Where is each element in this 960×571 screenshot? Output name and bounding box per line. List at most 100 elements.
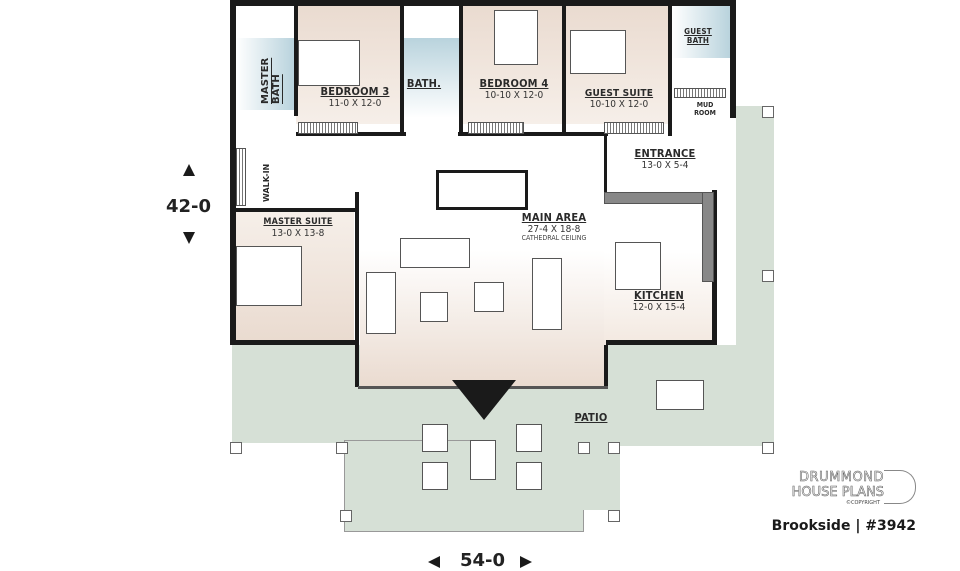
label-mud-room: MUD ROOM (688, 101, 722, 117)
closet-walkin (236, 148, 246, 206)
room-name-line2: ROOM (694, 108, 716, 117)
room-dimensions: 13-0 X 5-4 (641, 160, 689, 172)
wall-bed3-right (400, 6, 404, 132)
label-guest-suite: GUEST SUITE 10-10 X 12-0 (574, 88, 664, 110)
patio-post (336, 442, 348, 454)
patio-chair-3 (516, 424, 542, 452)
closet-mudroom (674, 88, 726, 98)
bath-floor (404, 38, 460, 118)
patio-steps (490, 440, 620, 510)
bed-bedroom3 (298, 40, 360, 86)
plan-caption: Brookside | #3942 (771, 518, 916, 534)
armchair (474, 282, 504, 312)
label-bath: BATH. (404, 77, 444, 90)
patio-dining-table (656, 380, 704, 410)
patio-chair-2 (422, 462, 448, 490)
patio-post (762, 106, 774, 118)
label-guest-bath: GUEST BATH (676, 27, 720, 46)
kitchen-island (615, 242, 661, 290)
brand-line2: HOUSE PLANS (791, 485, 884, 501)
brand-logo: DRUMMOND HOUSE PLANS ©COPYRIGHT (770, 470, 920, 506)
bed-master (236, 246, 302, 306)
room-name: GUEST SUITE (584, 88, 654, 99)
room-name: KITCHEN (633, 289, 685, 302)
label-master-suite: MASTER SUITE 13-0 X 13-8 (250, 217, 346, 239)
patio-chair-1 (422, 424, 448, 452)
patio-table (470, 440, 496, 480)
patio-chair-4 (516, 462, 542, 490)
exterior-wall-right (730, 0, 736, 118)
exterior-wall-left (230, 0, 236, 345)
exterior-wall-right-lower (712, 190, 717, 345)
wall-corridor-2 (458, 132, 608, 136)
closet-bedroom3 (298, 122, 358, 134)
room-name: PATIO (574, 411, 608, 424)
label-bedroom3: BEDROOM 3 11-0 X 12-0 (312, 85, 398, 110)
label-walk-in: WALK-IN (262, 163, 271, 202)
arrow-up-icon (183, 164, 195, 176)
bed-bedroom4 (494, 10, 538, 65)
room-name: MASTER SUITE (263, 217, 333, 227)
wall-bed3-left (294, 6, 298, 116)
exterior-wall-bottom-left (230, 340, 358, 345)
label-master-bath: MASTER BATH (260, 57, 282, 104)
brand-line1: DRUMMOND (799, 470, 884, 486)
range-hood (436, 170, 528, 210)
patio-post (762, 442, 774, 454)
wall-bed4-right (562, 6, 566, 132)
arrow-left-icon (428, 556, 440, 568)
wall-master-suite-top (236, 208, 356, 212)
room-dimensions: 10-10 X 12-0 (484, 90, 544, 102)
depth-dimension: 42-0 (166, 196, 212, 217)
closet-guest (604, 122, 664, 134)
room-name: MAIN AREA (521, 211, 587, 224)
bed-guest-suite (570, 30, 626, 74)
master-bath-floor (236, 38, 294, 110)
patio-post (608, 510, 620, 522)
wall-corridor (296, 132, 406, 136)
kitchen-counter-side (702, 192, 714, 282)
patio-post (578, 442, 590, 454)
wall-main-right (604, 345, 608, 387)
kitchen-counter (604, 192, 714, 204)
brand-mark-icon (884, 470, 916, 504)
coffee-table (420, 292, 448, 322)
sofa (400, 238, 470, 268)
room-name: BATH. (406, 77, 442, 90)
label-kitchen: KITCHEN 12-0 X 15-4 (622, 289, 696, 314)
room-name: BEDROOM 3 (320, 85, 390, 98)
wall-guest-right (668, 6, 672, 136)
arrow-right-icon (520, 556, 532, 568)
closet-bedroom4 (468, 122, 524, 134)
room-dimensions: 11-0 X 12-0 (328, 98, 382, 110)
brand-copyright: ©COPYRIGHT (845, 500, 880, 506)
label-patio: PATIO (566, 411, 616, 424)
dining-table (532, 258, 562, 330)
room-name-line1: GUEST (684, 27, 712, 36)
label-entrance: ENTRANCE 13-0 X 5-4 (622, 147, 708, 172)
room-name: ENTRANCE (634, 147, 696, 160)
room-dimensions: 10-10 X 12-0 (589, 99, 649, 110)
arrow-down-icon (183, 232, 195, 244)
room-dimensions: 27-4 X 18-8 (527, 224, 581, 236)
room-note: CATHEDRAL CEILING (521, 234, 587, 243)
room-name: BEDROOM 4 (479, 77, 549, 90)
room-dimensions: 12-0 X 15-4 (632, 302, 686, 314)
label-bedroom4: BEDROOM 4 10-10 X 12-0 (468, 77, 560, 102)
wall-bath-right (459, 6, 463, 132)
patio-post (762, 270, 774, 282)
exterior-wall-top (230, 0, 736, 6)
room-dimensions: 13-0 X 13-8 (271, 227, 325, 239)
label-main-area: MAIN AREA 27-4 X 18-8 CATHEDRAL CEILING (504, 211, 604, 243)
room-name-line1: MUD (696, 101, 714, 109)
patio-post (340, 510, 352, 522)
patio-post (230, 442, 242, 454)
guest-bath-floor (672, 6, 730, 58)
patio-post (608, 442, 620, 454)
wall-entrance-left (604, 136, 607, 192)
wall-main-left (355, 192, 359, 387)
room-name-line2: BATH (686, 35, 710, 45)
exterior-wall-bottom-right (606, 340, 716, 345)
width-dimension: 54-0 (460, 550, 506, 571)
loveseat (366, 272, 396, 334)
